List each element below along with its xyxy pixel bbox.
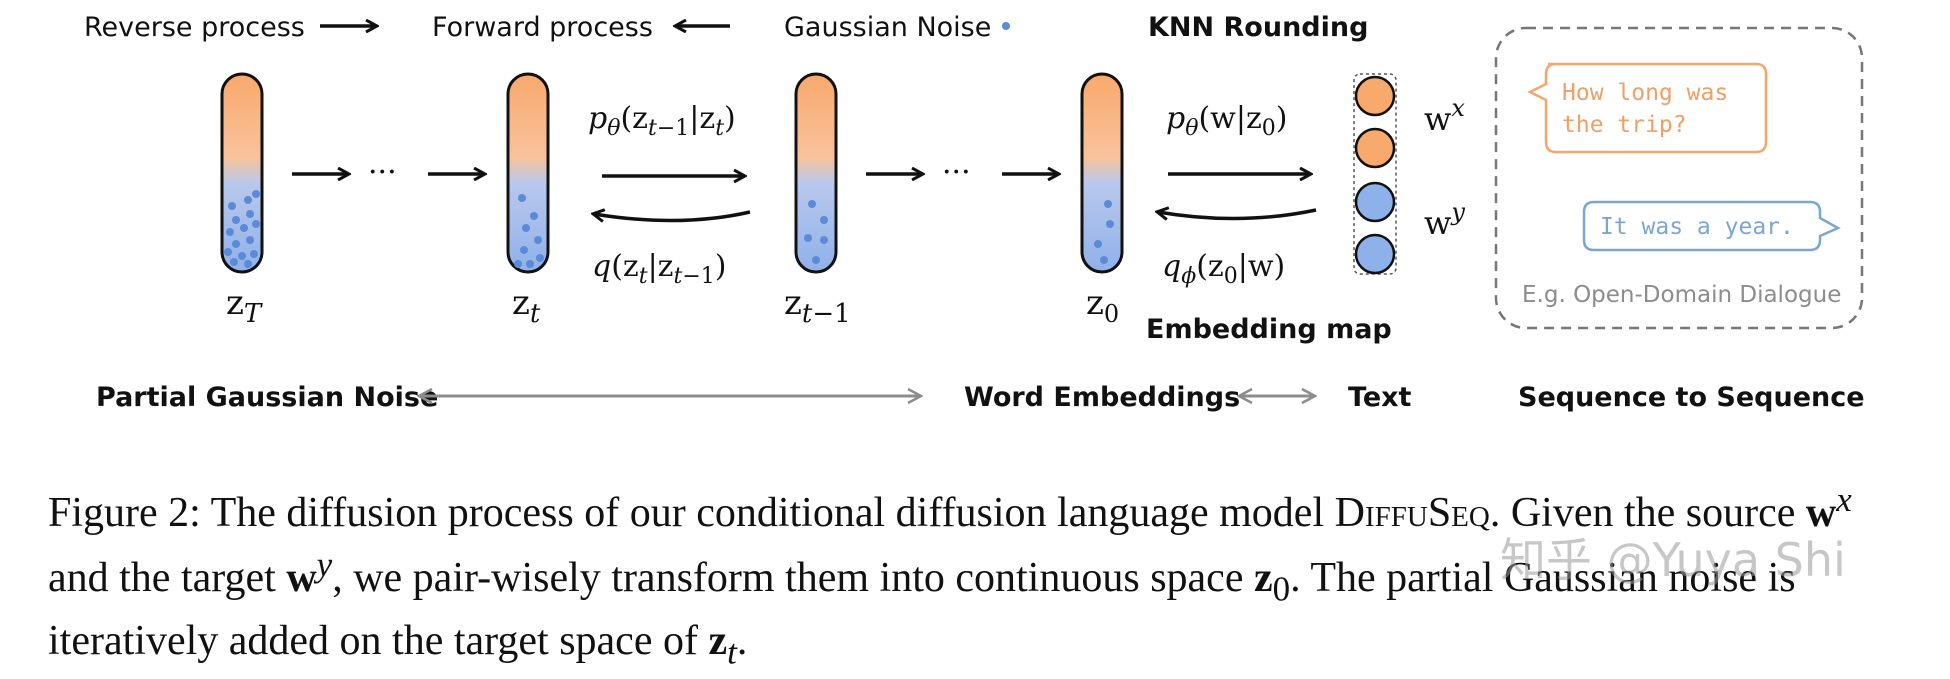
dialogue-caption: E.g. Open-Domain Dialogue bbox=[1522, 282, 1841, 308]
question-line-2: the trip? bbox=[1562, 112, 1687, 138]
diffusion-diagram: Reverse process Forward process Gaussian… bbox=[84, 12, 1865, 413]
word-wx: wx bbox=[1424, 94, 1465, 138]
noise-dot-icon bbox=[1002, 22, 1010, 30]
word-embeddings-label: Word Embeddings bbox=[964, 382, 1240, 413]
word-embedding-column bbox=[1353, 73, 1397, 275]
legend-forward-label: Forward process bbox=[432, 12, 653, 43]
answer-text: It was a year. bbox=[1600, 214, 1794, 240]
embed-arrow bbox=[1158, 210, 1317, 219]
eq-q-phi-embed: qϕ(z0|w) bbox=[1162, 249, 1285, 289]
legend-reverse-label: Reverse process bbox=[84, 12, 305, 43]
question-line-1: How long was bbox=[1562, 80, 1728, 106]
ellipsis-2: ··· bbox=[942, 155, 971, 190]
embedding-map-label: Embedding map bbox=[1146, 314, 1392, 345]
eq-q-step: q(zt|zt−1) bbox=[592, 249, 727, 289]
state-z0: z0 bbox=[1086, 283, 1119, 328]
word-wy: wy bbox=[1424, 198, 1465, 242]
tube-z0 bbox=[1080, 72, 1124, 274]
tube-zt-minus-1 bbox=[794, 72, 838, 274]
eq-p-theta-step: pθ(zt−1|zt) bbox=[588, 101, 736, 141]
state-zT: zT bbox=[226, 283, 263, 329]
caption-prefix: Figure 2: The diffusion process of our c… bbox=[48, 490, 1335, 536]
ellipsis-1: ··· bbox=[368, 155, 397, 190]
state-zt-minus-1: zt−1 bbox=[784, 283, 851, 329]
state-zt: zt bbox=[512, 283, 541, 329]
reverse-step-arrow bbox=[594, 212, 751, 221]
question-bubble bbox=[1527, 62, 1768, 154]
legend-noise-label: Gaussian Noise bbox=[784, 12, 991, 43]
figure-caption: Figure 2: The diffusion process of our c… bbox=[48, 480, 1852, 672]
answer-bubble bbox=[1582, 200, 1841, 252]
model-name: DiffuSeq bbox=[1334, 490, 1490, 536]
seq2seq-label: Sequence to Sequence bbox=[1518, 382, 1865, 413]
knn-rounding-label: KNN Rounding bbox=[1148, 12, 1368, 43]
tube-zT bbox=[220, 72, 264, 274]
partial-noise-label: Partial Gaussian Noise bbox=[96, 382, 438, 413]
watermark: 知乎 @Yuya Shi bbox=[1500, 533, 1846, 587]
dialogue-example-box bbox=[1494, 26, 1864, 330]
tube-zt bbox=[506, 72, 550, 274]
eq-p-theta-word: pθ(w|z0) bbox=[1166, 101, 1287, 141]
text-label: Text bbox=[1348, 382, 1412, 413]
